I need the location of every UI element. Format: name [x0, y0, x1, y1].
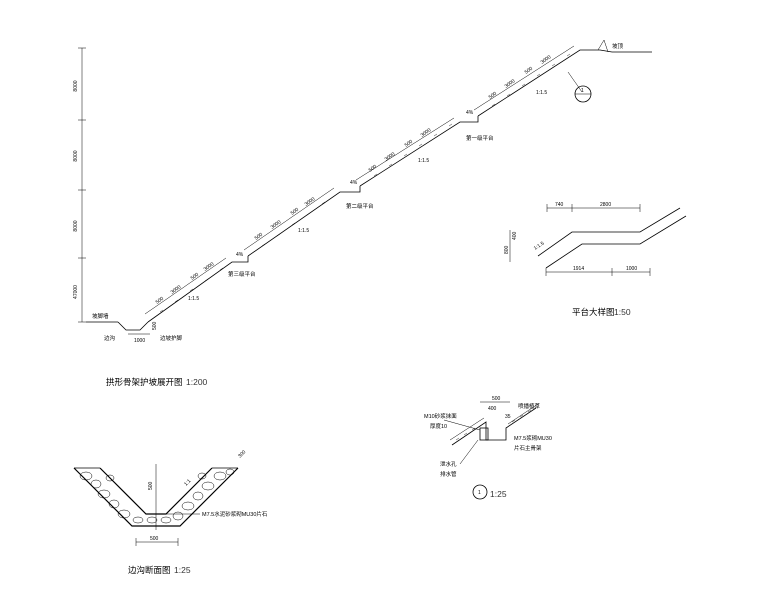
spacing-dim: 3000 [504, 78, 517, 89]
top-label: 坡顶 [612, 42, 624, 50]
toe-ditch [117, 321, 149, 331]
level-dim-2: 8000 [73, 150, 79, 161]
ditch-top-dim: 300 [237, 449, 247, 459]
ditch-slope: 1:1 [183, 478, 192, 487]
platform-top-dim: 740 [555, 202, 564, 208]
level-dim-4: 47000 [73, 285, 79, 299]
level-dim-1: 8000 [73, 80, 79, 91]
platform-top-dim: 2800 [600, 202, 611, 208]
toe-label: 边沟 [104, 334, 116, 342]
detail1-label: 厚度10 [430, 422, 447, 430]
height-dimension-line: 8000 8000 8000 47000 [73, 47, 86, 323]
slope-hatching [159, 53, 571, 313]
bottom-dim: 1000 [134, 338, 145, 344]
platform-label-2: 第二级平台 [346, 202, 374, 210]
detail1-dim: 400 [488, 406, 497, 412]
detail-1: 500 400 35 M10砂浆抹面 厚度10 M7.5浆砌MU30 片石主骨架… [424, 396, 552, 500]
platform-label-1: 第一级平台 [466, 134, 494, 142]
spacing-dim: 3000 [540, 54, 553, 65]
toe-label: 边坡护脚 [160, 334, 183, 342]
detail1-scale: 1:25 [490, 489, 507, 499]
platform-bottom-dim: 1914 [573, 266, 584, 272]
detail1-label: M10砂浆抹面 [424, 412, 457, 420]
detail-ref-marker: 1 [567, 71, 592, 103]
spacing-dim: 500 [190, 272, 200, 282]
rubble-stone-pattern [79, 468, 235, 524]
spacing-dim: 3000 [384, 151, 397, 162]
detail1-label: 泄水孔 [440, 460, 457, 468]
slope-ratio: 1:1.5 [418, 158, 429, 164]
ditch-section-scale: 1:25 [174, 565, 191, 575]
detail1-label: 喷播植草 [518, 402, 541, 410]
detail1-label: 片石主骨架 [514, 444, 542, 452]
spacing-dim: 500 [404, 139, 414, 149]
main-view-title: 拱形骨架护坡展开图 [106, 377, 183, 387]
platform-slope: 4% [466, 110, 474, 116]
slope-ratio: 1:1.5 [298, 228, 309, 234]
level-dim-3: 8000 [73, 220, 79, 231]
ditch-material-note: M7.5水泥砂浆砌MU30片石 [202, 510, 268, 518]
spacing-dim: 500 [155, 296, 165, 306]
platform-side-dim: 800 [504, 245, 510, 254]
platform-label-3: 第三级平台 [228, 270, 256, 278]
main-view-scale: 1:200 [186, 377, 208, 387]
detail1-label: M7.5浆砌MU30 [514, 434, 552, 442]
platform-slope: 1:1.5 [533, 240, 546, 251]
spacing-dim: 3000 [270, 219, 283, 230]
slope-outline [144, 39, 652, 323]
slope-ratio: 1:1.5 [188, 296, 199, 302]
spacing-dim: 500 [524, 66, 534, 76]
platform-detail: 740 2800 800 400 1914 1000 1:1.5 平台大样图 1… [504, 202, 687, 317]
ditch-section: 500 300 1:1 500 M7.5水泥砂浆砌MU30片石 边沟断面图 1:… [73, 449, 268, 575]
detail1-dim: 500 [492, 396, 501, 402]
spacing-dim: 3000 [170, 284, 183, 295]
spacing-dim: 3000 [203, 261, 216, 272]
platform-bottom-dim: 1000 [626, 266, 637, 272]
bottom-dim: 500 [152, 321, 158, 330]
ditch-section-title: 边沟断面图 [128, 565, 171, 575]
spacing-dim: 3000 [420, 127, 433, 138]
toe-label: 坡脚墙 [92, 312, 109, 320]
platform-detail-scale: 1:50 [614, 307, 631, 317]
detail1-ref: 1 [478, 490, 481, 496]
spacing-dim: 3000 [304, 196, 317, 207]
platform-detail-title: 平台大样图 [572, 307, 615, 317]
platform-side-dim: 400 [512, 231, 518, 240]
spacing-dim: 500 [488, 91, 498, 101]
platform-slope: 4% [350, 180, 358, 186]
detail1-label: 排水管 [440, 470, 457, 478]
detail-ref-number: 1 [581, 88, 584, 94]
spacing-dim: 500 [368, 164, 378, 174]
ditch-height-dim: 500 [148, 481, 154, 490]
ditch-bottom-dim: 500 [150, 536, 159, 542]
slope-ratio: 1:1.5 [536, 90, 547, 96]
spacing-dim: 500 [254, 232, 264, 242]
main-view: 8000 8000 8000 47000 [73, 39, 652, 387]
spacing-dims: 500 3000 500 3000 500 3000 500 3000 500 … [155, 54, 553, 305]
detail1-dim: 35 [505, 414, 511, 420]
detail1-ref-circle [472, 484, 488, 500]
spacing-dim: 500 [290, 207, 300, 217]
platform-slope: 4% [236, 252, 244, 258]
